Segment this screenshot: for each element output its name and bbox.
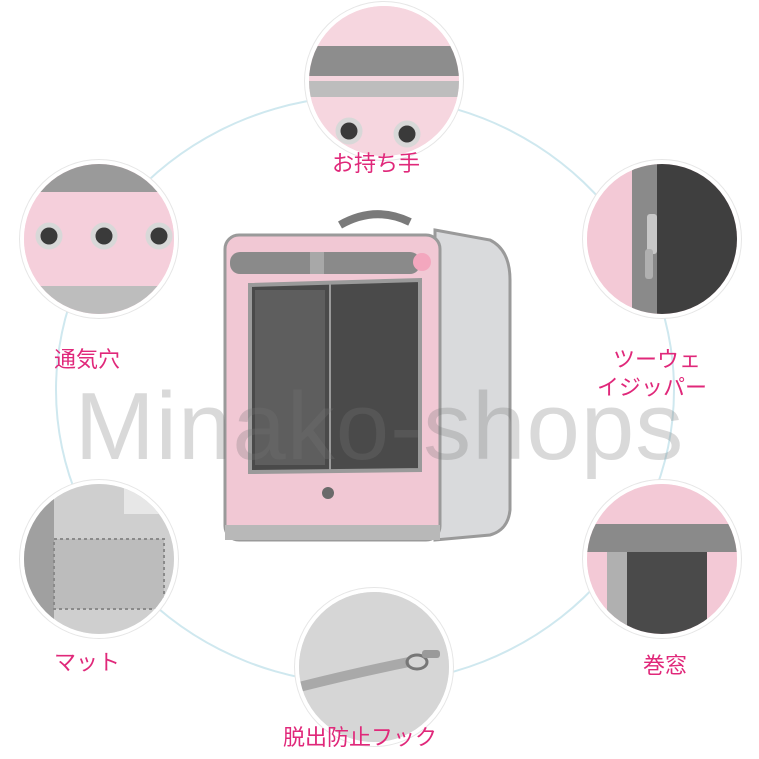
label-hook: 脱出防止フック bbox=[283, 726, 438, 751]
label-mat: マット bbox=[54, 651, 121, 676]
mat-detail-circle bbox=[20, 480, 178, 638]
watermark-text: Minako-shops bbox=[74, 373, 685, 480]
label-zipper-2: イジッパー bbox=[597, 376, 708, 401]
label-handle: お持ち手 bbox=[332, 152, 421, 177]
label-zipper-1: ツーウェ bbox=[613, 348, 702, 373]
zipper-detail-circle bbox=[583, 160, 741, 318]
label-vent: 通気穴 bbox=[54, 348, 121, 373]
rollup-window-detail-circle bbox=[583, 480, 741, 638]
handle-detail-circle bbox=[305, 2, 463, 160]
vent-detail-circle bbox=[20, 160, 178, 318]
hook-detail-circle bbox=[295, 588, 453, 746]
label-rollup-window: 巻窓 bbox=[643, 654, 688, 679]
pet-carrier-photo bbox=[210, 210, 520, 550]
